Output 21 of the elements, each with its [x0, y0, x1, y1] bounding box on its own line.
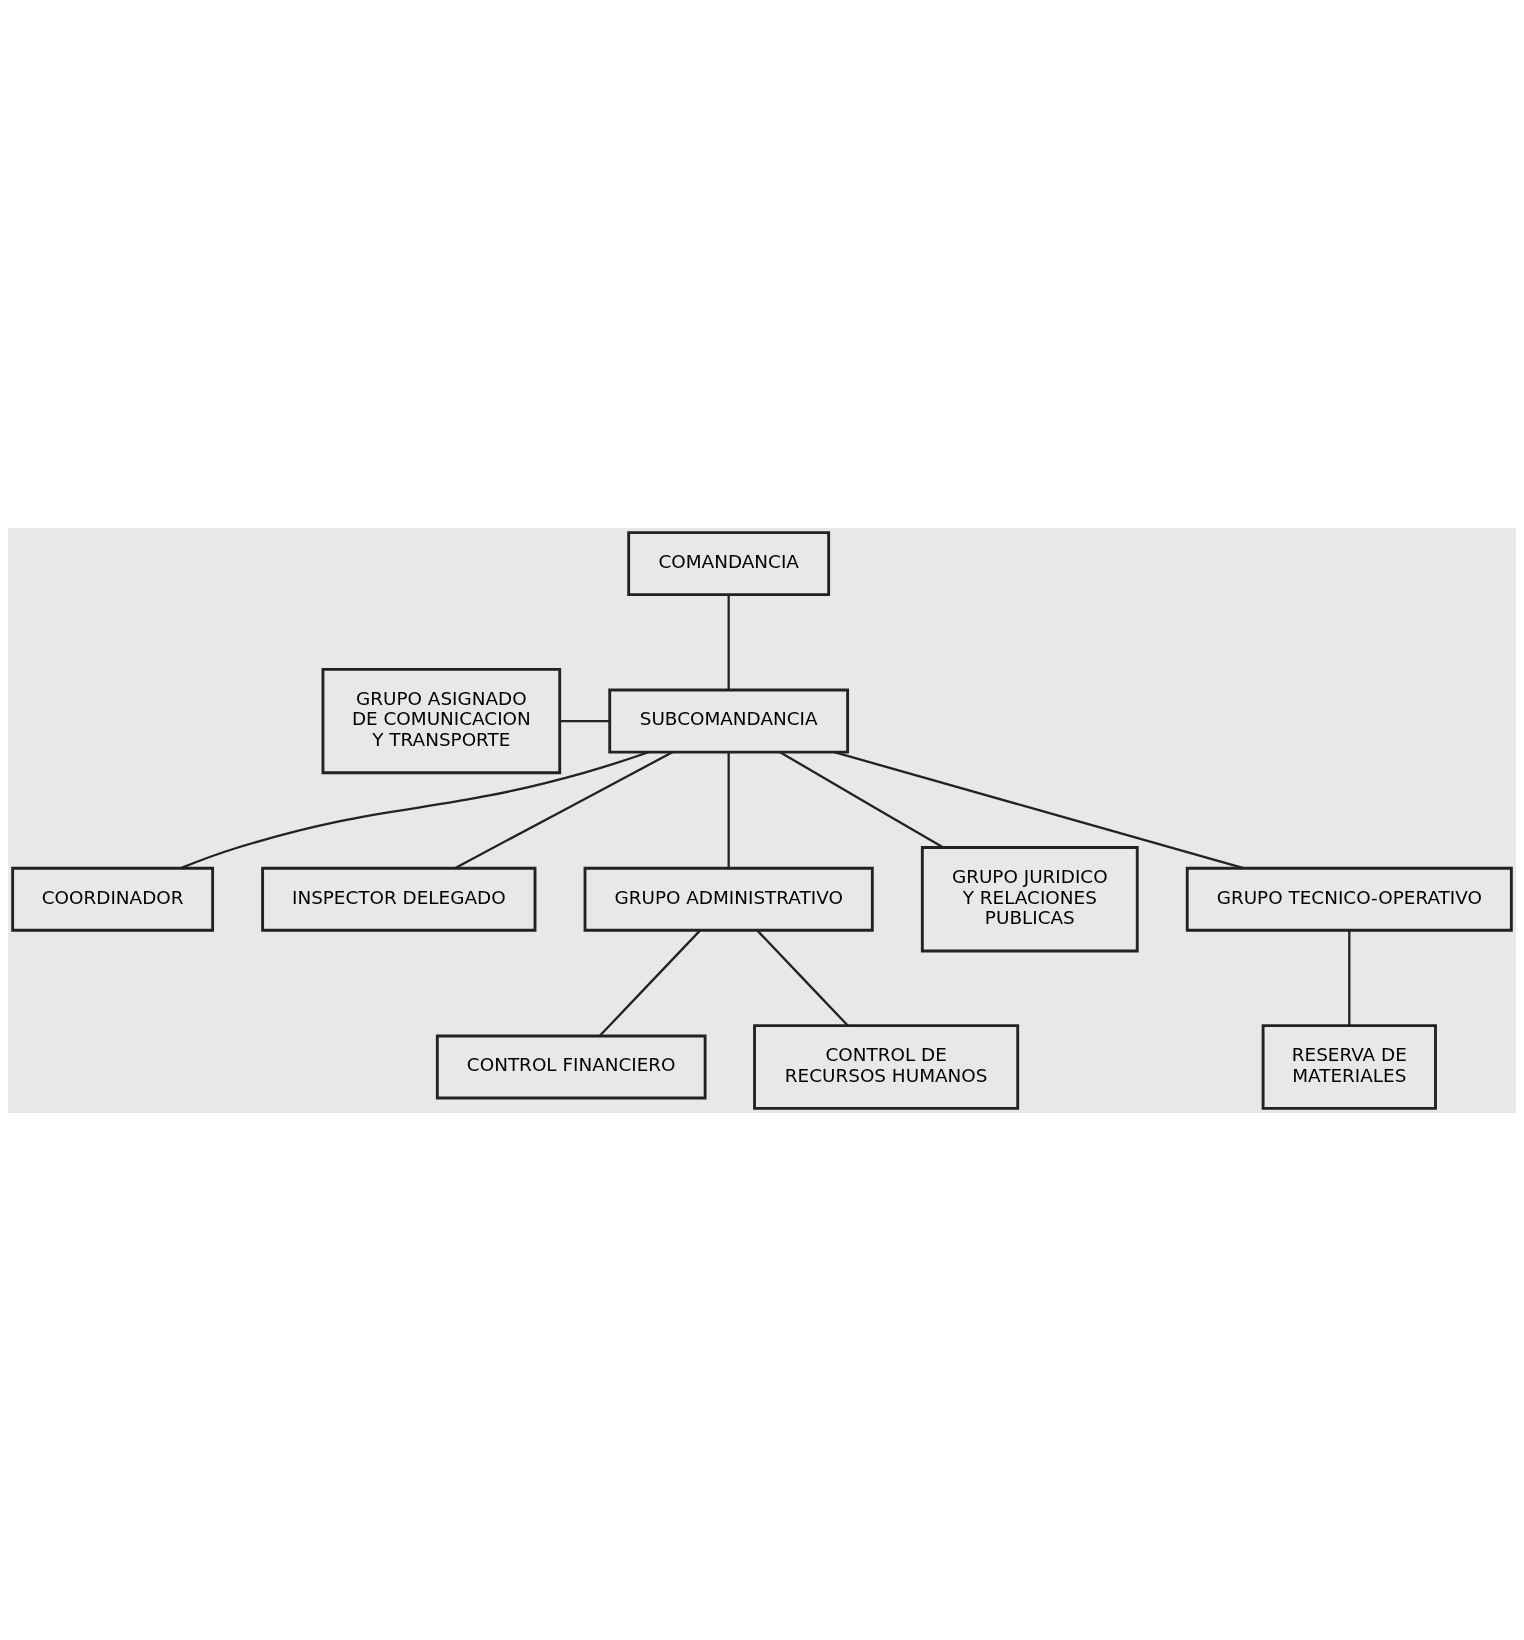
- node-box: INSPECTOR DELEGADO: [261, 866, 537, 932]
- node-box: CONTROL FINANCIERO: [435, 1034, 707, 1099]
- node-box: GRUPO JURIDICO Y RELACIONES PUBLICAS: [920, 845, 1139, 952]
- node-box: COMANDANCIA: [627, 530, 831, 596]
- node-box: GRUPO ADMINISTRATIVO: [583, 866, 874, 932]
- connector: [599, 929, 701, 1036]
- node-box: GRUPO ASIGNADO DE COMUNICACION Y TRANSPORTE: [321, 667, 562, 774]
- connector: [559, 719, 610, 722]
- connector: [727, 751, 730, 868]
- node-box: COORDINADOR: [11, 866, 215, 932]
- connector: [834, 750, 1244, 869]
- connector: [756, 929, 849, 1026]
- connector: [1348, 929, 1351, 1026]
- node-box: RESERVA DE MATERIALES: [1261, 1023, 1437, 1110]
- connector: [454, 750, 673, 869]
- connector: [727, 594, 730, 690]
- node-box: GRUPO TECNICO-OPERATIVO: [1185, 866, 1513, 932]
- node-box: CONTROL DE RECURSOS HUMANOS: [753, 1023, 1020, 1110]
- connector: [180, 750, 649, 869]
- node-box: SUBCOMANDANCIA: [608, 688, 850, 754]
- connector: [779, 750, 944, 848]
